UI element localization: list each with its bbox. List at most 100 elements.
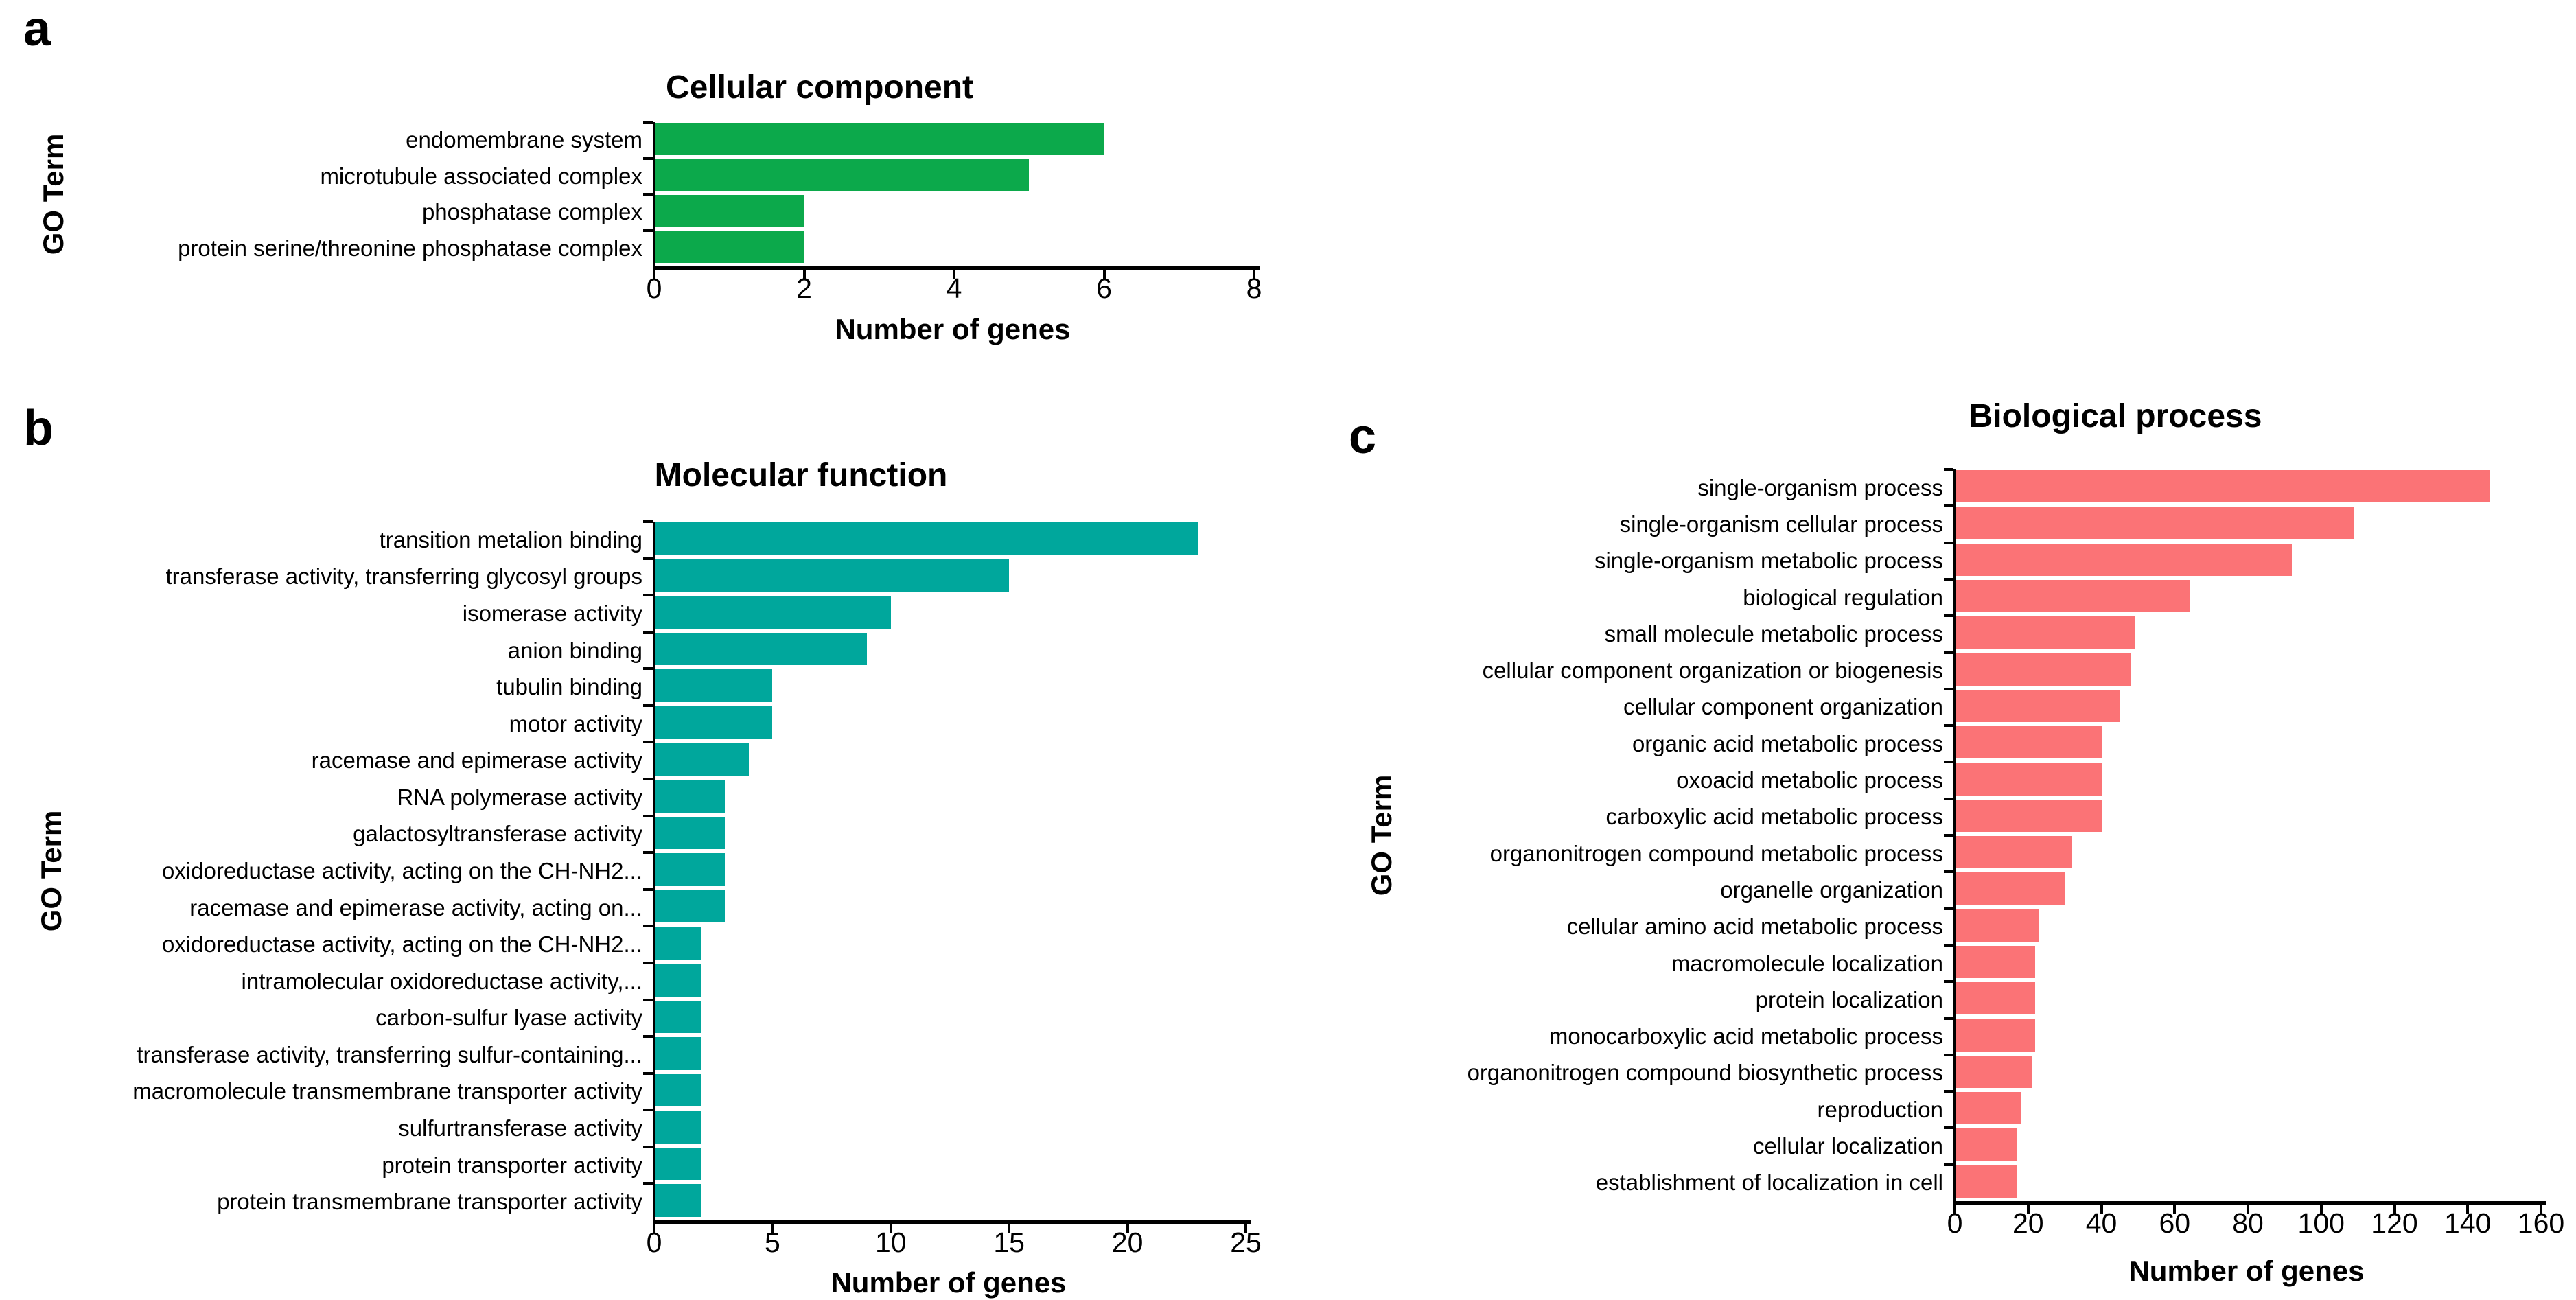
category-label: biological regulation bbox=[1743, 584, 1943, 610]
category-label: organelle organization bbox=[1720, 877, 1943, 903]
category-label: oxoacid metabolic process bbox=[1676, 767, 1943, 793]
category-label: microtubule associated complex bbox=[320, 163, 642, 189]
category-label: organic acid metabolic process bbox=[1632, 730, 1943, 756]
category-label: sulfurtransferase activity bbox=[398, 1115, 642, 1141]
category-label: protein transmembrane transporter activi… bbox=[217, 1189, 642, 1215]
y-tick bbox=[643, 998, 653, 1001]
y-tick bbox=[1944, 761, 1953, 764]
bar bbox=[655, 1111, 701, 1144]
bar bbox=[1956, 872, 2065, 905]
y-tick bbox=[1944, 980, 1953, 984]
y-tick bbox=[643, 1145, 653, 1148]
y-axis-line bbox=[653, 122, 655, 270]
y-tick bbox=[643, 229, 653, 232]
x-tick-label: 6 bbox=[1096, 272, 1112, 304]
category-label: endomembrane system bbox=[406, 127, 642, 153]
y-tick bbox=[1944, 943, 1953, 947]
x-tick bbox=[2540, 1205, 2542, 1214]
x-tick bbox=[653, 1224, 655, 1233]
bar bbox=[1956, 982, 2036, 1015]
category-label: racemase and epimerase activity, acting … bbox=[189, 894, 642, 920]
x-tick bbox=[889, 1224, 892, 1233]
bar bbox=[1956, 653, 2131, 686]
bar bbox=[1956, 616, 2135, 649]
bar bbox=[1956, 1128, 2017, 1161]
y-tick bbox=[1944, 1017, 1953, 1020]
x-tick bbox=[1102, 270, 1106, 279]
y-tick bbox=[1944, 1163, 1953, 1166]
category-label: oxidoreductase activity, acting on the C… bbox=[161, 931, 642, 957]
category-label: organonitrogen compound biosynthetic pro… bbox=[1467, 1060, 1943, 1086]
x-tick-label: 0 bbox=[646, 1227, 662, 1258]
y-axis-line bbox=[1953, 469, 1956, 1205]
category-label: cellular localization bbox=[1753, 1133, 1943, 1159]
x-tick-label: 160 bbox=[2517, 1207, 2565, 1239]
bar bbox=[1956, 543, 2293, 576]
bar bbox=[1956, 909, 2039, 942]
bar bbox=[655, 963, 701, 997]
bar bbox=[655, 231, 804, 263]
category-label: phosphatase complex bbox=[421, 199, 642, 225]
chart-title-biological-process: Biological process bbox=[1969, 398, 2262, 434]
x-tick-label: 5 bbox=[764, 1227, 780, 1258]
x-tick-label: 60 bbox=[2159, 1207, 2191, 1239]
x-tick bbox=[1126, 1224, 1129, 1233]
x-tick bbox=[2393, 1205, 2396, 1214]
y-tick bbox=[1944, 468, 1953, 471]
x-tick-label: 0 bbox=[646, 272, 662, 304]
x-tick bbox=[1244, 1224, 1247, 1233]
category-label: protein transporter activity bbox=[382, 1152, 642, 1178]
category-label: cellular amino acid metabolic process bbox=[1566, 914, 1943, 940]
bar bbox=[1956, 763, 2102, 796]
bar bbox=[655, 596, 891, 629]
bar bbox=[655, 559, 1010, 592]
bar bbox=[655, 743, 749, 776]
category-label: macromolecule transmembrane transporter … bbox=[132, 1078, 642, 1104]
y-tick bbox=[1944, 614, 1953, 618]
x-tick bbox=[2466, 1205, 2470, 1214]
bar bbox=[1956, 470, 2490, 503]
chart-title-molecular-function: Molecular function bbox=[654, 457, 948, 494]
y-tick bbox=[1944, 1090, 1953, 1093]
y-tick bbox=[643, 1035, 653, 1038]
category-label: monocarboxylic acid metabolic process bbox=[1548, 1023, 1943, 1049]
bar bbox=[655, 1037, 701, 1070]
category-label: tubulin binding bbox=[496, 674, 642, 700]
y-tick bbox=[643, 887, 653, 891]
x-tick-label: 0 bbox=[1947, 1207, 1963, 1239]
y-tick bbox=[643, 741, 653, 744]
bar bbox=[655, 1147, 701, 1181]
x-tick-label: 100 bbox=[2297, 1207, 2345, 1239]
category-label: single-organism cellular process bbox=[1619, 511, 1943, 537]
y-tick bbox=[643, 1182, 653, 1185]
bar bbox=[1956, 799, 2102, 832]
y-tick bbox=[1944, 834, 1953, 837]
bar bbox=[1956, 1019, 2036, 1052]
y-tick bbox=[1944, 724, 1953, 728]
bar bbox=[655, 706, 773, 739]
category-label: isomerase activity bbox=[462, 600, 642, 626]
bar bbox=[655, 632, 868, 666]
category-label: reproduction bbox=[1817, 1096, 1943, 1122]
y-tick bbox=[1944, 1053, 1953, 1056]
x-tick-label: 8 bbox=[1246, 272, 1262, 304]
bar bbox=[655, 853, 726, 886]
bar bbox=[655, 890, 726, 923]
y-tick bbox=[1944, 1126, 1953, 1130]
bar bbox=[1956, 579, 2190, 613]
x-tick-label: 20 bbox=[2012, 1207, 2044, 1239]
category-label: racemase and epimerase activity bbox=[311, 747, 642, 774]
category-label: cellular component organization bbox=[1623, 694, 1943, 720]
category-label: transition metalion binding bbox=[379, 526, 642, 553]
y-tick bbox=[643, 778, 653, 781]
panel-letter-a: a bbox=[23, 1, 51, 56]
x-axis-line bbox=[1953, 1201, 2546, 1205]
y-tick bbox=[1944, 687, 1953, 690]
x-axis-title-number-of-genes-b: Number of genes bbox=[831, 1266, 1067, 1299]
category-label: motor activity bbox=[509, 710, 642, 736]
x-tick bbox=[1253, 270, 1255, 279]
bar bbox=[655, 159, 1030, 191]
x-tick bbox=[2026, 1205, 2030, 1214]
y-tick bbox=[643, 121, 653, 124]
x-tick-label: 25 bbox=[1230, 1227, 1262, 1258]
